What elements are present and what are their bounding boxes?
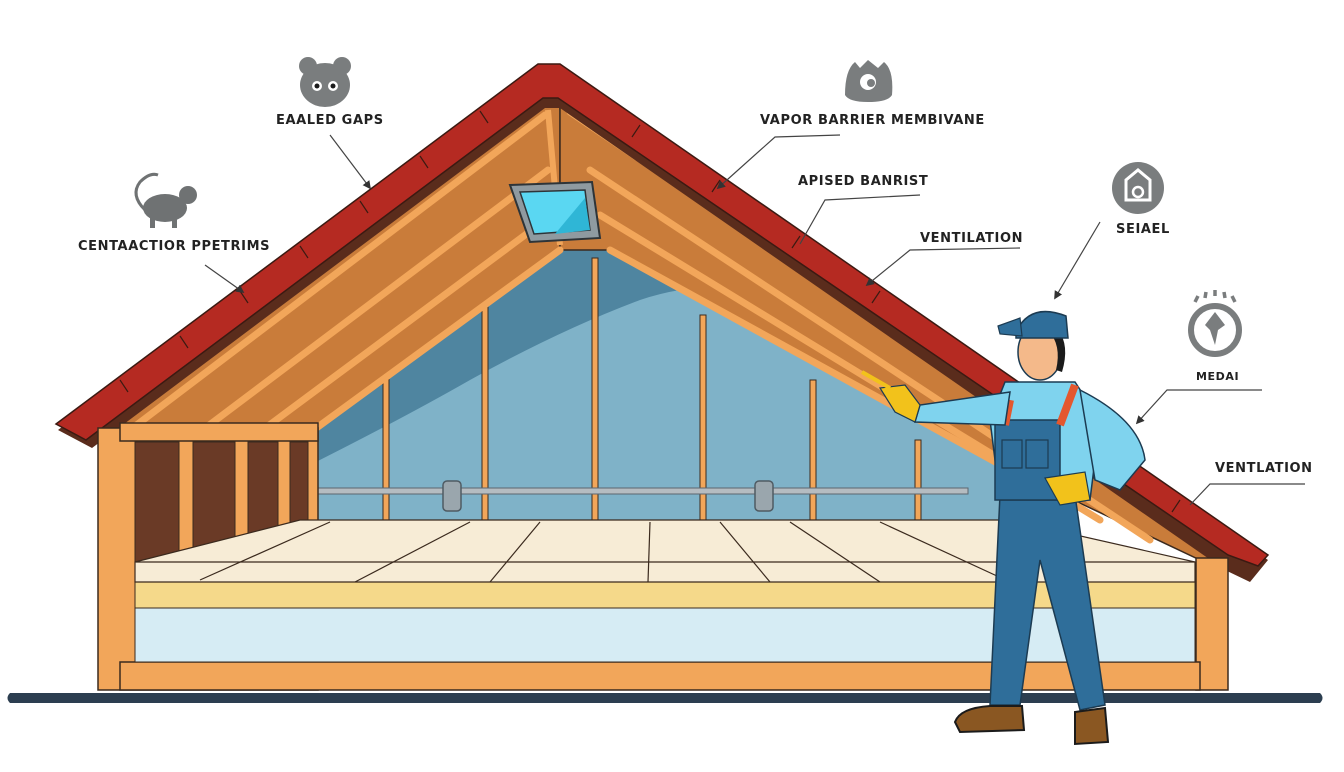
rat-icon <box>134 172 197 228</box>
label-seal: SEIAEL <box>1116 222 1170 237</box>
label-vapor-barrier: VAPOR BARRIER MEMBIVANE <box>760 113 985 128</box>
moisture-drop-icon <box>845 60 893 102</box>
fan-vent-icon <box>1188 290 1242 357</box>
pipe-clamp <box>442 480 774 512</box>
joist-base <box>119 661 1201 691</box>
label-contraction-pests: CENTAACTIOR PPETRIMS <box>78 239 271 254</box>
label-media: MEDAI <box>1196 370 1240 383</box>
skylight <box>508 180 602 244</box>
label-raised-barrier: APISED BANRIST <box>798 174 929 189</box>
blue-insulation <box>134 605 1196 663</box>
right-wall <box>1195 557 1229 691</box>
callout-leaders <box>204 134 1305 506</box>
house-seal-icon <box>1112 162 1164 214</box>
label-ventilation-bottom: VENTLATION <box>1215 461 1313 476</box>
rodent-face-icon <box>299 57 351 107</box>
label-ventilation-top: VENTILATION <box>920 231 1024 246</box>
ground-line <box>7 693 1323 703</box>
label-sealed-gaps: EAALED GAPS <box>276 113 384 128</box>
worker-figure <box>861 310 1146 746</box>
conduit-pipe <box>317 487 969 495</box>
